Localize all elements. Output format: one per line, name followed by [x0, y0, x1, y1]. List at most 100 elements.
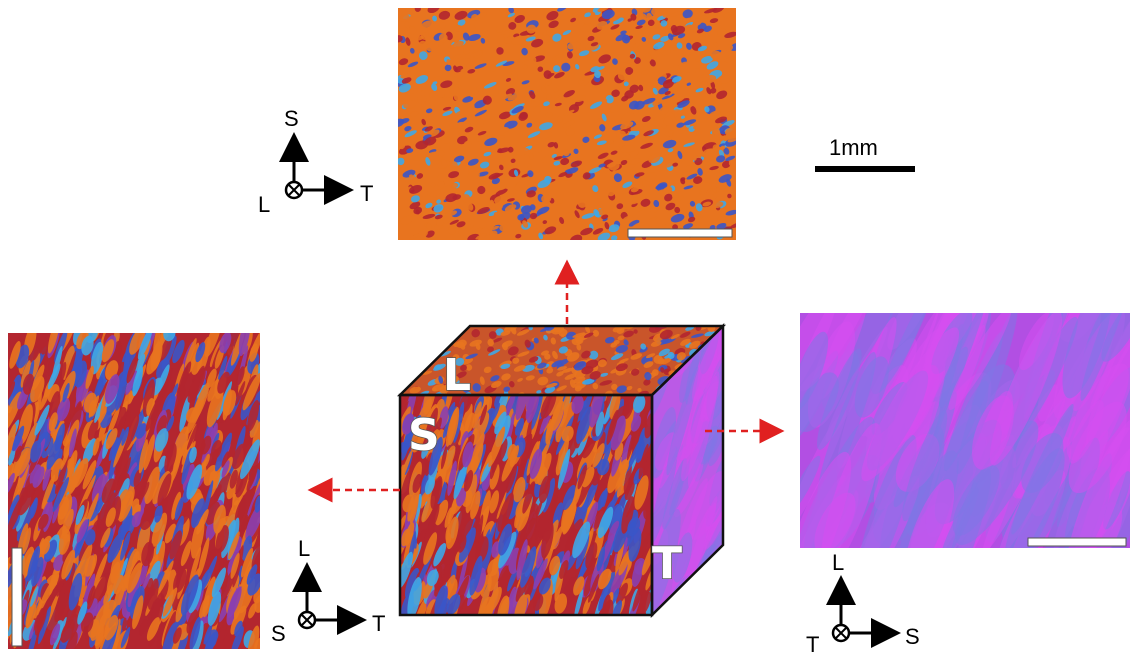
grain-texture: [446, 593, 461, 615]
grain-texture: [151, 592, 163, 621]
grain-texture: [562, 29, 572, 36]
grain-texture: [528, 100, 542, 107]
grain-texture: [902, 410, 948, 522]
grain-texture: [553, 65, 561, 73]
grain-texture: [678, 61, 688, 67]
grain-texture: [594, 70, 601, 79]
grain-texture: [460, 68, 468, 72]
grain-texture: [229, 469, 238, 489]
grain-texture: [247, 625, 260, 649]
grain-texture: [632, 74, 638, 80]
grain-texture: [623, 464, 632, 493]
grain-texture: [415, 340, 423, 346]
grain-texture: [537, 66, 544, 72]
axis-top-up-label: S: [284, 106, 299, 131]
grain-texture: [533, 593, 544, 611]
grain-texture: [704, 106, 710, 113]
grain-texture: [717, 28, 727, 38]
grain-texture: [583, 569, 595, 597]
grain-texture: [624, 481, 635, 501]
axis-left-up-label: L: [298, 536, 310, 561]
grain-texture: [650, 206, 658, 213]
grain-texture: [236, 366, 245, 386]
grain-texture: [468, 117, 478, 124]
grain-texture: [538, 510, 552, 539]
grain-texture: [531, 38, 544, 48]
grain-texture: [62, 382, 70, 403]
grain-texture: [200, 435, 212, 455]
grain-texture: [709, 18, 719, 24]
grain-texture: [470, 103, 475, 109]
grain-texture: [113, 451, 123, 476]
grain-texture: [638, 443, 649, 480]
grain-texture: [971, 395, 1014, 470]
grain-texture: [494, 411, 507, 435]
grain-texture: [588, 166, 602, 174]
grain-texture: [195, 342, 206, 363]
grain-texture: [489, 199, 495, 206]
grain-texture: [640, 142, 653, 149]
grain-texture: [527, 170, 534, 178]
grain-texture: [572, 521, 591, 559]
grain-texture: [534, 144, 543, 153]
grain-texture: [675, 158, 686, 164]
grain-texture: [52, 503, 60, 524]
grain-texture: [161, 335, 177, 370]
grain-texture: [676, 352, 686, 361]
grain-texture: [677, 478, 708, 549]
grain-texture: [419, 189, 429, 198]
grain-texture: [115, 371, 128, 411]
grain-texture: [413, 154, 424, 161]
grain-texture: [489, 456, 497, 480]
grain-texture: [513, 365, 526, 372]
grain-texture: [709, 165, 719, 171]
grain-texture: [728, 159, 736, 167]
grain-texture: [449, 143, 459, 151]
grain-texture: [8, 391, 22, 432]
grain-texture: [630, 415, 642, 432]
grain-texture: [60, 619, 75, 643]
grain-texture: [462, 96, 474, 103]
grain-texture: [232, 545, 244, 588]
grain-texture: [619, 70, 626, 75]
grain-texture: [632, 44, 639, 53]
grain-texture: [476, 84, 485, 92]
grain-texture: [154, 428, 169, 452]
grain-texture: [536, 206, 550, 215]
grain-texture: [172, 339, 185, 364]
grain-texture: [35, 607, 44, 636]
grain-texture: [423, 342, 430, 349]
grain-texture: [425, 151, 437, 157]
grain-texture: [653, 199, 660, 208]
grain-texture: [686, 42, 692, 50]
grain-texture: [419, 326, 431, 331]
grain-texture: [581, 466, 595, 488]
grain-texture: [616, 385, 627, 394]
grain-texture: [575, 154, 585, 161]
grain-texture: [8, 472, 15, 494]
grain-texture: [60, 361, 67, 382]
grain-texture: [445, 210, 458, 217]
grain-texture: [480, 37, 486, 44]
grain-texture: [470, 490, 481, 520]
grain-texture: [538, 475, 551, 504]
grain-texture: [471, 412, 490, 446]
grain-texture: [469, 91, 475, 98]
grain-texture: [453, 65, 458, 73]
grain-texture: [539, 131, 553, 139]
grain-texture: [418, 229, 428, 238]
grain-texture: [247, 400, 260, 432]
grain-texture: [402, 72, 414, 79]
grain-texture: [715, 155, 726, 163]
grain-texture: [430, 197, 437, 202]
grain-texture: [527, 163, 532, 169]
grain-texture: [120, 531, 131, 561]
grain-texture: [649, 59, 656, 67]
grain-texture: [686, 173, 698, 180]
grain-texture: [39, 538, 50, 555]
grain-texture: [189, 546, 202, 586]
grain-texture: [486, 88, 499, 98]
grain-texture: [706, 172, 711, 180]
grain-texture: [76, 333, 89, 350]
grain-texture: [718, 149, 725, 158]
